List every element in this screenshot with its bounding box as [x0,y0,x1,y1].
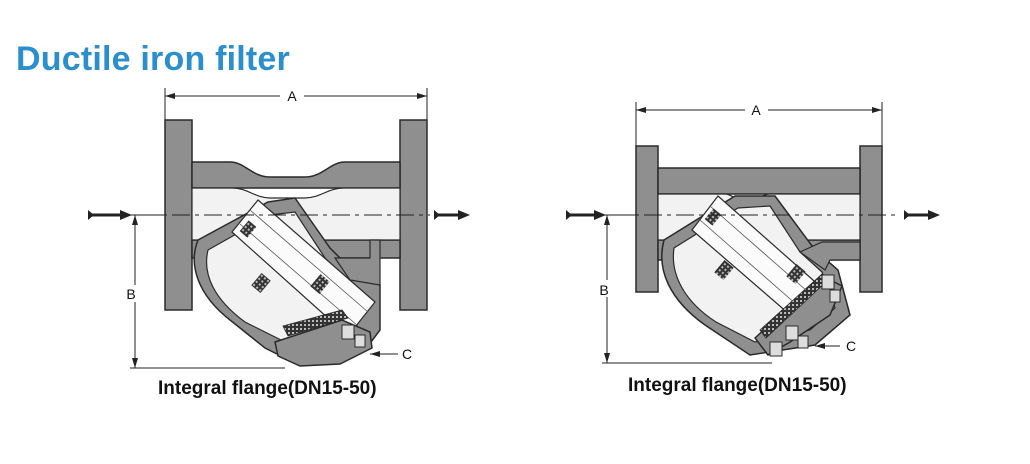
dimension-b: B [126,214,285,369]
valve-body [164,119,428,367]
valve-body [635,145,883,357]
flow-arrow-outlet [904,210,940,220]
dimension-b-label: B [599,282,608,298]
dimension-c: C [815,338,856,354]
flow-arrow-inlet [88,210,132,220]
dimension-c: C [370,346,412,362]
page-title: Ductile iron filter [16,40,290,78]
dimension-c-label: C [846,338,856,354]
dimension-a: A [635,102,883,146]
right-diagram-caption: Integral flange(DN15-50) [628,375,847,396]
dimension-a: A [164,88,428,120]
dimension-a-label: A [287,88,297,104]
left-filter-diagram: A [80,80,500,380]
right-filter-drawing: A [566,102,940,364]
dimension-a-label: A [751,102,761,118]
right-filter-diagram: A [560,80,980,380]
dimension-c-label: C [402,346,412,362]
dimension-b: B [599,214,772,364]
flow-arrow-outlet [434,210,470,220]
left-diagram-caption: Integral flange(DN15-50) [158,378,377,399]
left-filter-drawing: A [88,88,470,369]
flow-arrow-inlet [566,210,606,220]
dimension-b-label: B [126,286,135,302]
